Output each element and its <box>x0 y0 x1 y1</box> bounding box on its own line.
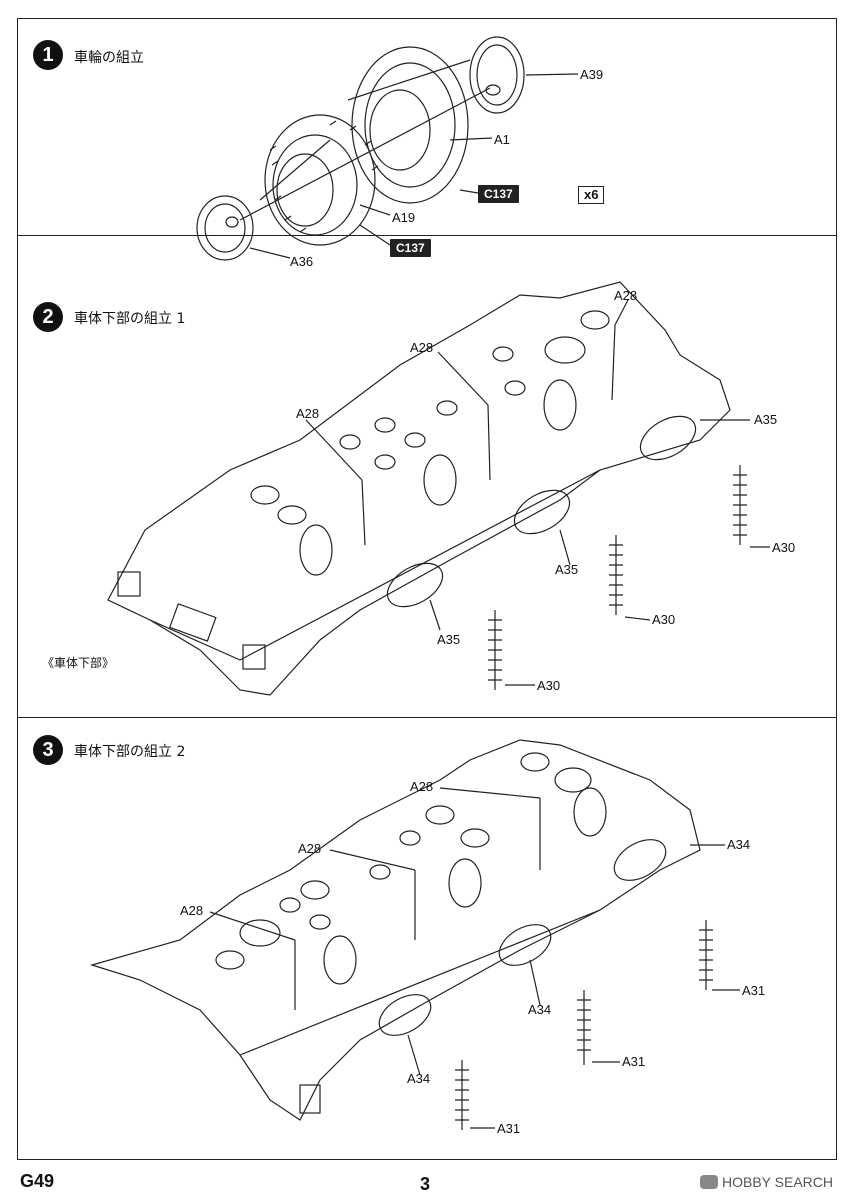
wheel-rim-a36 <box>196 195 254 261</box>
step-divider-1 <box>17 235 837 236</box>
part-label-a35-2: A35 <box>555 562 579 577</box>
kit-code: G49 <box>20 1171 55 1191</box>
step-1-title: 車輪の組立 <box>74 50 144 66</box>
part-label-a1: A1 <box>494 132 510 147</box>
part-label-a31-3: A31 <box>497 1121 521 1136</box>
page-number: 3 <box>420 1174 431 1194</box>
part-label-a34-1: A34 <box>727 837 751 852</box>
hull-3-outline <box>89 739 701 1121</box>
step-3-badge: 3 <box>33 735 63 765</box>
step-divider-2 <box>17 717 837 718</box>
part-label-a35-3: A35 <box>437 632 461 647</box>
part-label-a36: A36 <box>290 254 314 269</box>
part-label-a34-2: A34 <box>528 1002 552 1017</box>
paint-tag-c137-b: C137 <box>390 239 431 257</box>
part-label-a30-2: A30 <box>652 612 676 627</box>
hull-label: 《車体下部》 <box>42 656 115 670</box>
part-label-a30-3: A30 <box>537 678 561 693</box>
step-3-title: 車体下部の組立 2 <box>74 744 186 760</box>
part-label-a28-6: A28 <box>180 903 204 918</box>
watermark-text: HOBBY SEARCH <box>722 1174 833 1190</box>
suspension-arms-2 <box>299 379 697 608</box>
part-label-a19: A19 <box>392 210 416 225</box>
springs-a31 <box>455 920 713 1130</box>
tire-a1 <box>351 46 469 204</box>
quantity-multiplier: x6 <box>578 186 605 204</box>
paint-tag-c137-a: C137 <box>478 185 519 203</box>
part-label-a31-2: A31 <box>622 1054 646 1069</box>
hull-2-outline <box>107 281 731 696</box>
watermark-logo-icon <box>700 1175 718 1189</box>
part-label-a28-1: A28 <box>614 288 638 303</box>
hull-2-hatches <box>250 310 610 525</box>
part-label-a31-1: A31 <box>742 983 766 998</box>
wheel-rim-a39 <box>469 36 525 114</box>
tire-a19 <box>264 114 379 246</box>
hull-3-hatches <box>215 752 592 970</box>
part-label-a28-3: A28 <box>296 406 320 421</box>
part-label-a39: A39 <box>580 67 604 82</box>
springs-a30 <box>488 465 747 690</box>
part-label-a28-2: A28 <box>410 340 434 355</box>
step-1-badge: 1 <box>33 40 63 70</box>
suspension-arms-3 <box>323 787 667 1036</box>
step-2-title: 車体下部の組立 1 <box>74 311 186 327</box>
page-frame <box>17 18 837 1160</box>
part-label-a34-3: A34 <box>407 1071 431 1086</box>
step-2-badge: 2 <box>33 302 63 332</box>
part-label-a35-1: A35 <box>754 412 778 427</box>
watermark: HOBBY SEARCH <box>700 1174 833 1190</box>
part-label-a28-4: A28 <box>410 779 434 794</box>
part-label-a30-1: A30 <box>772 540 796 555</box>
part-label-a28-5: A28 <box>298 841 322 856</box>
